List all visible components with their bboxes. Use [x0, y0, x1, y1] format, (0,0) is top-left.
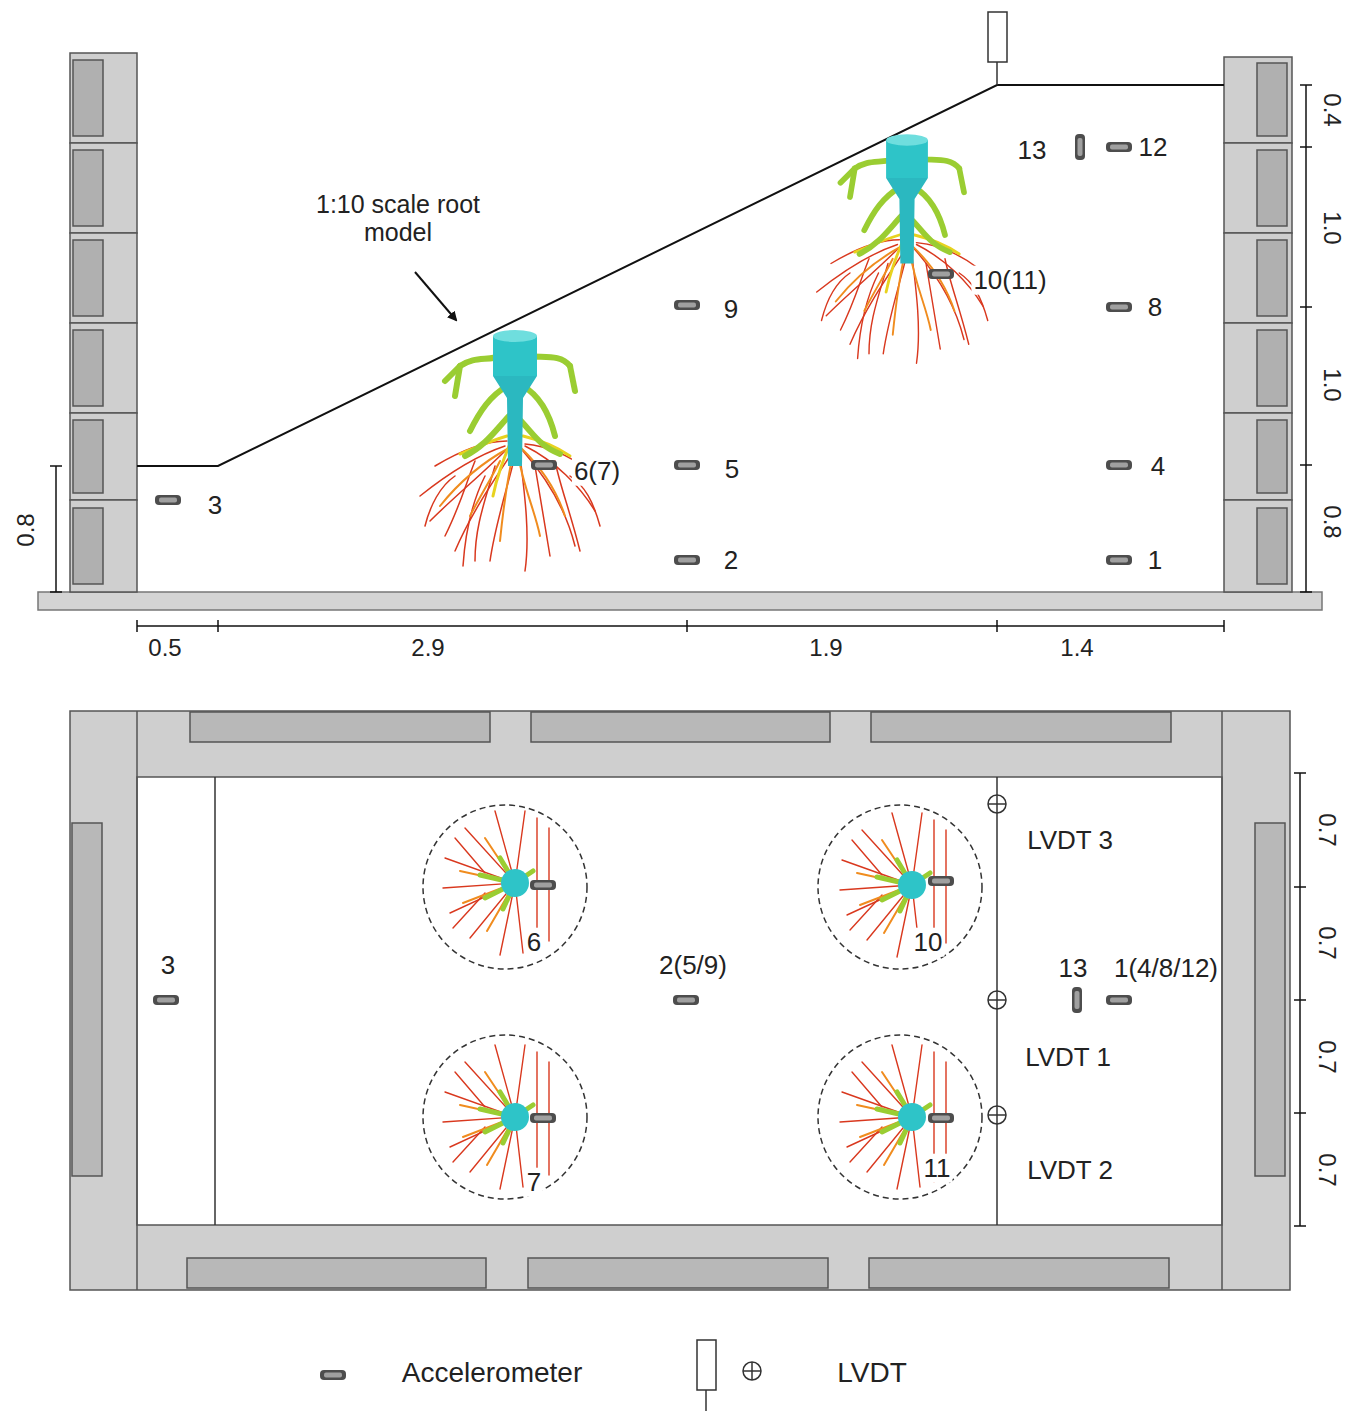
callout-number: 10(11): [971, 266, 1048, 295]
instrument-label: LVDT 2: [1025, 1156, 1115, 1185]
dimension-label: 0.8: [13, 511, 39, 548]
callout-number: 11: [922, 1154, 953, 1183]
dimension-label: 0.4: [1319, 91, 1345, 128]
dimension-label: 1.0: [1319, 209, 1345, 246]
dimension-label: 1.9: [807, 635, 844, 661]
callout-number: 6: [525, 928, 543, 957]
annotation: 1:10 scale root model: [301, 191, 495, 246]
callout-number: 8: [1146, 293, 1164, 322]
dimension-label: 1.4: [1058, 635, 1095, 661]
callout-number: 4: [1149, 452, 1167, 481]
legend-label: Accelerometer: [400, 1358, 585, 1389]
dimension-label: 0.8: [1319, 503, 1345, 540]
callout-number: 7: [525, 1168, 543, 1197]
dimension-label: 0.7: [1314, 924, 1340, 961]
callout-number: 1(4/8/12): [1112, 954, 1220, 983]
instrument-label: LVDT 1: [1023, 1043, 1113, 1072]
callout-number: 13: [1057, 954, 1090, 983]
dimension-label: 0.7: [1314, 1038, 1340, 1075]
dimension-label: 0.7: [1314, 811, 1340, 848]
dimension-label: 2.9: [409, 635, 446, 661]
legend-label: LVDT: [835, 1358, 909, 1389]
callout-number: 1: [1146, 546, 1164, 575]
callout-number: 3: [159, 951, 177, 980]
callout-number: 3: [206, 491, 224, 520]
callout-number: 13: [1016, 136, 1049, 165]
callout-number: 6(7): [572, 457, 622, 486]
callout-number: 2: [722, 546, 740, 575]
callout-number: 2(5/9): [657, 951, 729, 980]
dimension-label: 0.7: [1314, 1151, 1340, 1188]
instrument-label: LVDT 3: [1025, 826, 1115, 855]
callout-number: 9: [722, 295, 740, 324]
dimension-label: 1.0: [1319, 366, 1345, 403]
callout-number: 12: [1137, 133, 1170, 162]
callout-number: 10: [912, 928, 945, 957]
dimension-label: 0.5: [146, 635, 183, 661]
callout-number: 5: [723, 455, 741, 484]
